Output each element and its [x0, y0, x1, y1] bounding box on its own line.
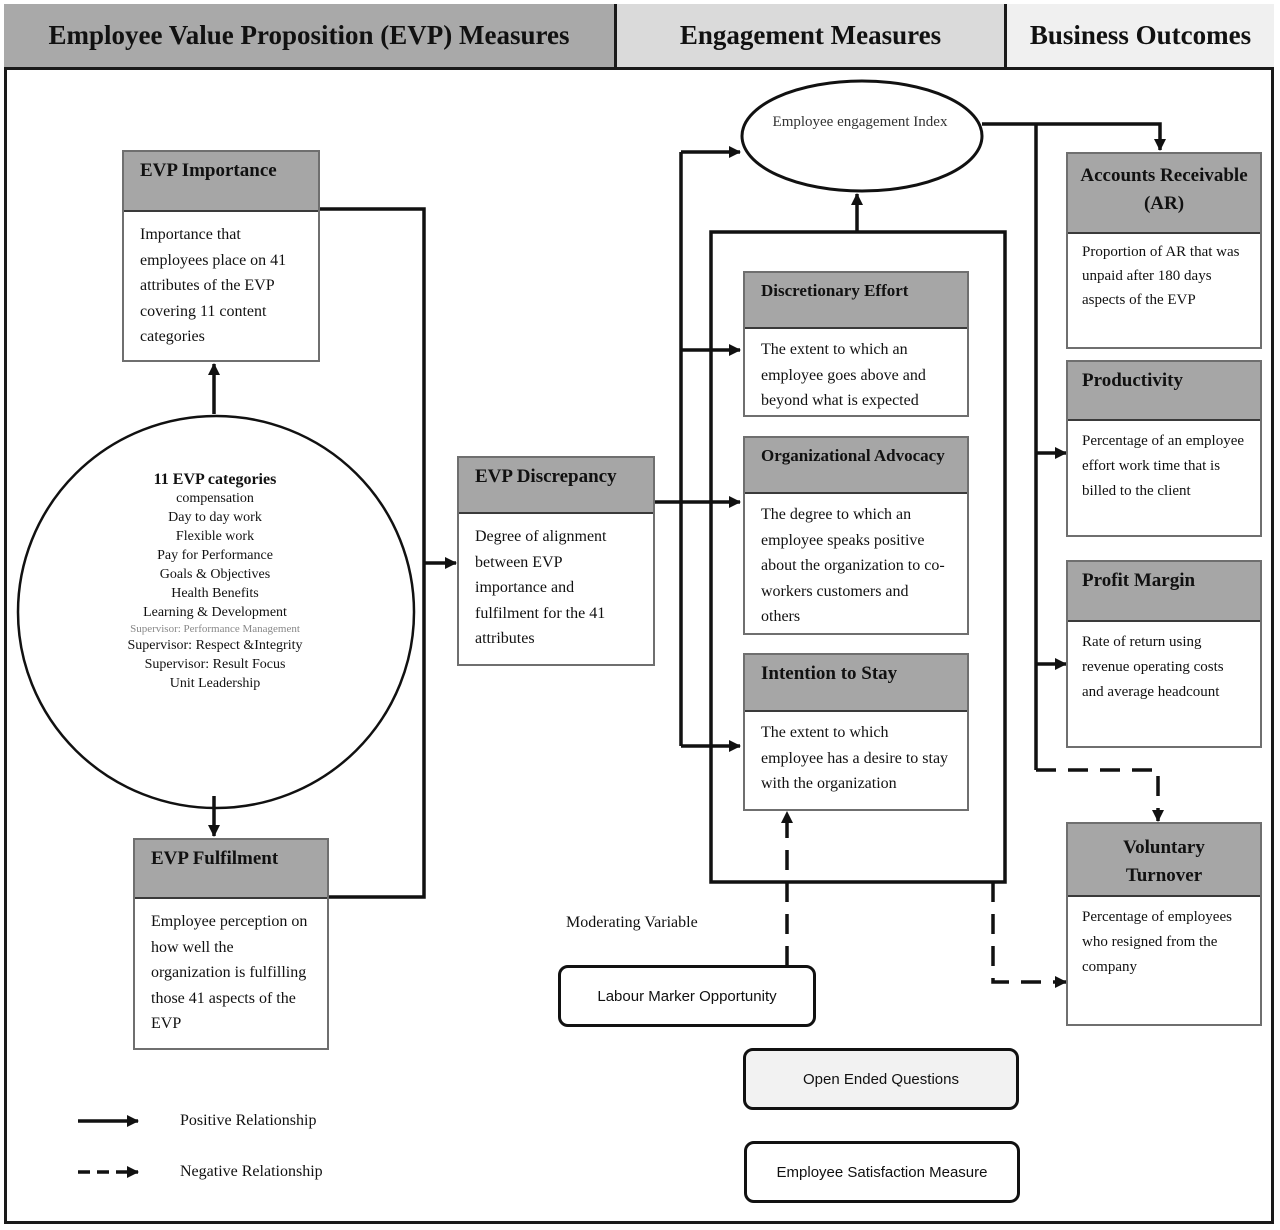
header-engagement-measures: Engagement Measures [617, 4, 1007, 70]
header-business-outcomes: Business Outcomes [1007, 4, 1274, 70]
legend-negative-label: Negative Relationship [180, 1163, 323, 1180]
evp-category-item: Learning & Development [143, 605, 287, 620]
discretionary-effort-body: The extent to which an employee goes abo… [761, 341, 926, 409]
evp-fulfilment-title: EVP Fulfilment [135, 840, 327, 899]
accounts-receivable-body: Proportion of AR that was unpaid after 1… [1082, 244, 1240, 308]
discretionary-effort-box: Discretionary Effort The extent to which… [743, 271, 969, 417]
evp-category-item: Goals & Objectives [159, 567, 271, 582]
open-ended-questions-box: Open Ended Questions [743, 1048, 1019, 1110]
dashed-arrow-container-to-turnover [991, 882, 1067, 988]
line-index-to-ar [982, 122, 1166, 151]
organizational-advocacy-box: Organizational Advocacy The degree to wh… [743, 436, 969, 635]
accounts-receivable-box: Accounts Receivable (AR) Proportion of A… [1066, 152, 1262, 349]
legend-positive-label: Positive Relationship [180, 1112, 317, 1129]
evp-category-item: Supervisor: Respect &Integrity [127, 638, 303, 653]
productivity-body: Percentage of an employee effort work ti… [1082, 433, 1245, 499]
line-importance-bracket [318, 207, 426, 899]
evp-discrepancy-title: EVP Discrepancy [459, 458, 653, 514]
intention-to-stay-body: The extent to which employee has a desir… [761, 724, 949, 792]
productivity-title: Productivity [1068, 362, 1260, 421]
evp-importance-body: Importance that employees place on 41 at… [140, 226, 287, 345]
accounts-receivable-title: Accounts Receivable (AR) [1068, 154, 1260, 234]
voluntary-turnover-title: Voluntary Turnover [1068, 824, 1260, 897]
evp-discrepancy-body: Degree of alignment between EVP importan… [475, 528, 607, 647]
evp-category-item: Day to day work [168, 510, 262, 525]
evp-categories-title: 11 EVP categories [153, 471, 277, 488]
evp-category-item: Supervisor: Result Focus [144, 657, 286, 672]
evp-importance-title: EVP Importance [124, 152, 318, 212]
evp-fulfilment-body: Employee perception on how well the orga… [151, 913, 308, 1032]
evp-categories: 11 EVP categories compensation Day to da… [110, 470, 320, 693]
evp-discrepancy-box: EVP Discrepancy Degree of alignment betw… [457, 456, 655, 666]
intention-to-stay-box: Intention to Stay The extent to which em… [743, 653, 969, 811]
profit-margin-body: Rate of return using revenue operating c… [1082, 634, 1224, 700]
engagement-index-ellipse [740, 79, 984, 193]
moderating-variable-label: Moderating Variable [566, 914, 698, 931]
organizational-advocacy-title: Organizational Advocacy [745, 438, 967, 494]
evp-category-item: Unit Leadership [169, 676, 261, 691]
profit-margin-box: Profit Margin Rate of return using reven… [1066, 560, 1262, 748]
profit-margin-title: Profit Margin [1068, 562, 1260, 622]
evp-category-item: Pay for Performance [157, 548, 273, 563]
employee-satisfaction-box: Employee Satisfaction Measure [744, 1141, 1020, 1203]
voluntary-turnover-body: Percentage of employees who resigned fro… [1082, 909, 1232, 975]
organizational-advocacy-body: The degree to which an employee speaks p… [761, 506, 945, 625]
evp-category-item: compensation [176, 491, 254, 506]
intention-to-stay-title: Intention to Stay [745, 655, 967, 712]
evp-category-item: Flexible work [175, 529, 255, 544]
labour-market-opportunity-box: Labour Marker Opportunity [558, 965, 816, 1027]
evp-fulfilment-box: EVP Fulfilment Employee perception on ho… [133, 838, 329, 1050]
productivity-box: Productivity Percentage of an employee e… [1066, 360, 1262, 537]
voluntary-turnover-box: Voluntary Turnover Percentage of employe… [1066, 822, 1262, 1026]
dashed-arrow-to-turnover [1036, 768, 1164, 822]
header-evp-measures: Employee Value Proposition (EVP) Measure… [4, 4, 617, 70]
evp-category-item: Supervisor: Performance Management [130, 623, 300, 635]
discretionary-effort-title: Discretionary Effort [745, 273, 967, 329]
evp-categories-circle [16, 414, 416, 810]
engagement-index-label: Employee engagement Index [772, 114, 948, 130]
evp-importance-box: EVP Importance Importance that employees… [122, 150, 320, 362]
evp-category-item: Health Benefits [171, 586, 259, 601]
